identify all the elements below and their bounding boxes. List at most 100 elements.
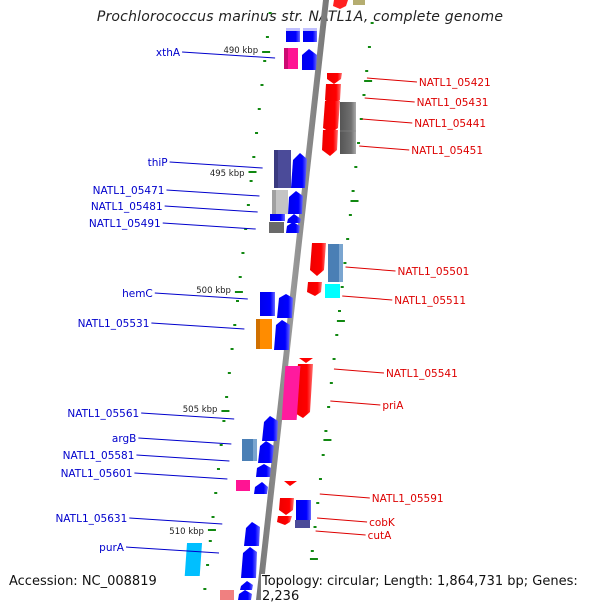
gene-label-forward: purA	[99, 542, 125, 554]
minor-tick	[329, 382, 333, 384]
gene-feature	[325, 284, 340, 298]
label-leader-reverse	[359, 145, 410, 151]
label-leader-forward	[169, 161, 263, 169]
label-leader-forward	[164, 205, 258, 213]
label-leaders	[125, 51, 417, 554]
major-tick	[309, 558, 318, 560]
gene-feature	[323, 101, 340, 133]
label-leader-reverse	[317, 517, 368, 523]
gene-label-reverse: NATL1_05501	[398, 266, 470, 278]
label-leader-forward	[162, 222, 256, 230]
minor-tick	[365, 70, 369, 72]
minor-tick	[230, 348, 234, 350]
gene-feature	[262, 416, 278, 441]
gene-feature	[274, 320, 290, 350]
label-leader-reverse	[364, 97, 415, 103]
scale-label: 510 kbp	[169, 527, 204, 537]
gene-feature	[288, 191, 303, 214]
gene-feature	[333, 0, 348, 9]
gene-feature	[287, 214, 301, 223]
gene-label-reverse: cutA	[368, 530, 393, 542]
gene-feature	[279, 498, 294, 515]
gene-label-forward: xthA	[156, 47, 181, 59]
major-tick	[336, 320, 345, 322]
label-leader-reverse	[333, 368, 384, 374]
minor-tick	[257, 108, 261, 110]
gene-feature	[253, 439, 257, 461]
minor-tick	[370, 22, 374, 24]
genome-title: Prochlorococcus marinus str. NATL1A, com…	[96, 9, 504, 25]
major-tick	[234, 291, 243, 293]
scale-label: 490 kbp	[223, 46, 258, 56]
minor-tick	[265, 36, 269, 38]
label-leader-forward	[141, 412, 235, 420]
gene-feature	[291, 153, 307, 188]
minor-tick	[324, 430, 328, 432]
gene-feature	[274, 150, 291, 188]
minor-tick	[238, 276, 242, 278]
major-tick	[323, 439, 332, 441]
gene-feature	[284, 481, 297, 486]
minor-tick	[313, 526, 317, 528]
minor-tick	[362, 94, 366, 96]
gene-feature	[322, 130, 338, 156]
gene-feature	[310, 243, 326, 276]
major-tick	[248, 171, 257, 173]
gene-feature	[260, 292, 275, 316]
label-leader-forward	[129, 517, 223, 525]
gene-label-forward: NATL1_05481	[91, 201, 163, 213]
minor-tick	[222, 420, 226, 422]
gene-label-reverse: NATL1_05591	[372, 493, 444, 505]
gene-feature	[184, 543, 203, 576]
minor-tick	[227, 372, 231, 374]
minor-tick	[225, 396, 229, 398]
gene-label-forward: hemC	[122, 288, 153, 300]
label-leader-forward	[154, 292, 248, 300]
gene-feature	[295, 520, 310, 528]
gene-feature	[302, 49, 317, 70]
minor-tick	[354, 166, 358, 168]
gene-label-reverse: NATL1_05431	[417, 97, 489, 109]
minor-tick	[340, 286, 344, 288]
gene-feature	[244, 522, 260, 546]
gene-feature	[325, 84, 341, 105]
gene-label-reverse: NATL1_05451	[411, 145, 483, 157]
minor-tick	[246, 204, 250, 206]
minor-tick	[211, 516, 215, 518]
gene-feature	[269, 222, 284, 233]
gene-feature	[307, 282, 322, 296]
gene-label-forward: NATL1_05561	[67, 408, 139, 420]
gene-feature	[274, 150, 278, 188]
gene-feature	[327, 73, 342, 84]
minor-tick	[359, 118, 363, 120]
minor-tick	[357, 142, 361, 144]
minor-tick	[208, 540, 212, 542]
gene-features	[184, 0, 365, 600]
minor-tick	[351, 190, 355, 192]
gene-label-forward: NATL1_05471	[93, 185, 165, 197]
minor-tick	[310, 550, 314, 552]
gene-feature	[286, 31, 300, 42]
label-leader-forward	[166, 189, 260, 197]
gene-feature	[296, 500, 311, 520]
gene-feature	[272, 190, 276, 214]
gene-feature	[236, 480, 250, 491]
major-tick	[262, 51, 271, 53]
minor-tick	[206, 564, 210, 566]
minor-tick	[338, 310, 341, 312]
gene-feature	[258, 441, 274, 463]
minor-tick	[316, 502, 320, 504]
gene-label-forward: NATL1_05581	[63, 450, 135, 462]
label-leader-reverse	[342, 295, 393, 301]
minor-tick	[343, 262, 347, 264]
label-leader-reverse	[345, 266, 396, 272]
gene-feature	[281, 366, 301, 420]
gene-feature	[270, 214, 285, 221]
scale-label: 505 kbp	[183, 405, 218, 415]
minor-tick	[233, 324, 237, 326]
label-leader-reverse	[319, 493, 370, 499]
label-leader-forward	[151, 322, 245, 330]
major-tick	[364, 80, 373, 82]
gene-feature	[284, 48, 288, 69]
